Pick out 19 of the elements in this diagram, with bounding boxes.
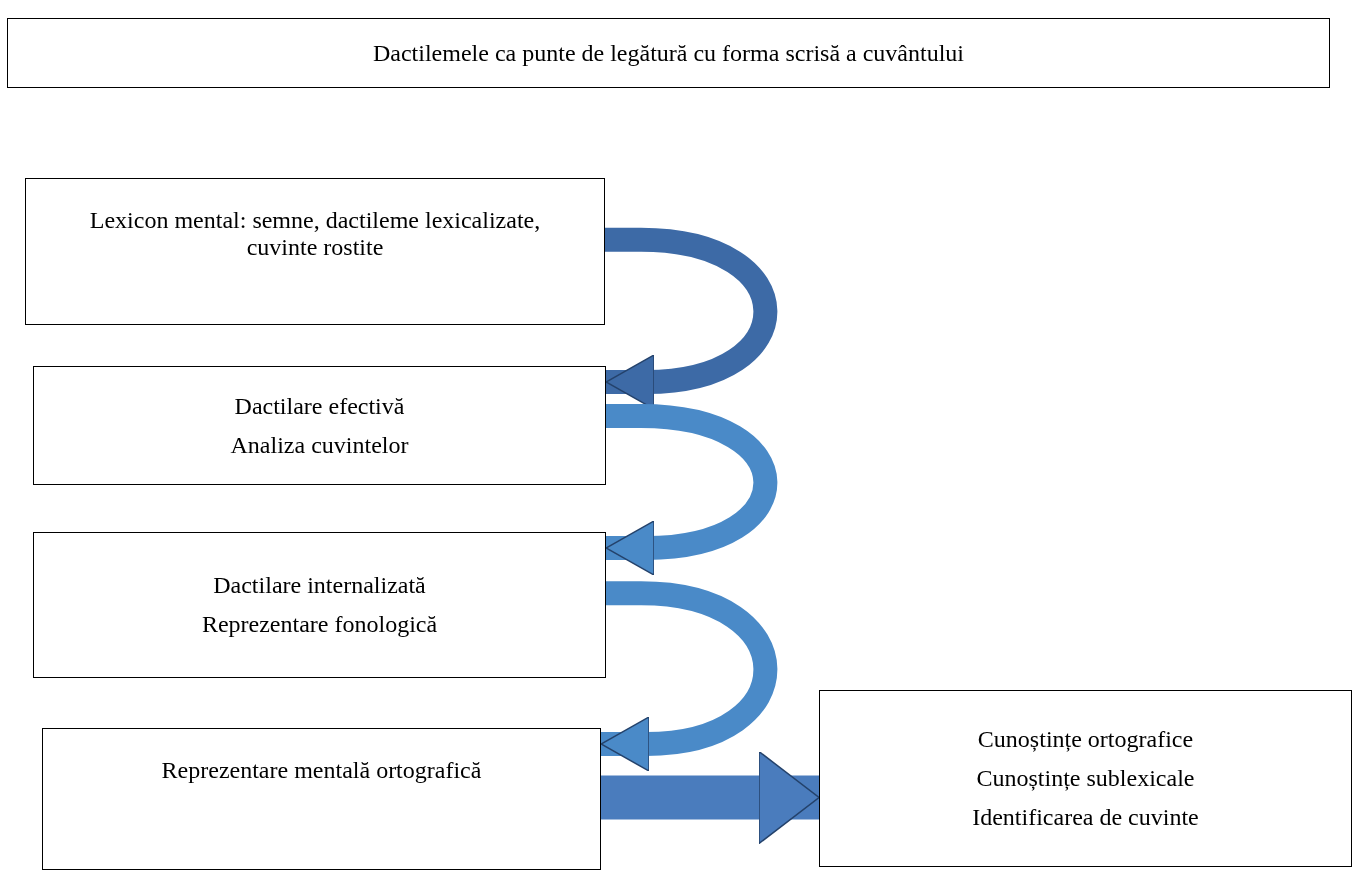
box-text: Analiza cuvintelor bbox=[230, 431, 409, 459]
box-text: Dactilare internalizată bbox=[213, 572, 426, 599]
text-box bbox=[42, 728, 601, 870]
box-text: Reprezentare fonologică bbox=[201, 611, 438, 638]
text-box bbox=[819, 690, 1352, 867]
box-text: Cunoștințe ortografice bbox=[977, 726, 1194, 753]
curved-arrow bbox=[600, 581, 778, 772]
box-text: Dactilare efectivă bbox=[234, 392, 405, 420]
box-text: Cunoștințe sublexicale bbox=[976, 765, 1195, 792]
curved-arrow bbox=[605, 404, 778, 576]
box-text: Identificarea de cuvinte bbox=[972, 804, 1199, 831]
block-arrow bbox=[601, 750, 820, 845]
box-text: Dactilemele ca punte de legătură cu forma scrisă a cuvântului bbox=[372, 39, 965, 67]
box-text: Reprezentare mentală ortografică bbox=[161, 757, 482, 784]
text-box bbox=[33, 366, 606, 485]
text-box bbox=[33, 532, 606, 678]
text-box bbox=[25, 178, 605, 325]
box-text: Lexicon mental: semne, dactileme lexicalizate, cuvinte rostite bbox=[88, 207, 542, 261]
text-box bbox=[7, 18, 1330, 88]
